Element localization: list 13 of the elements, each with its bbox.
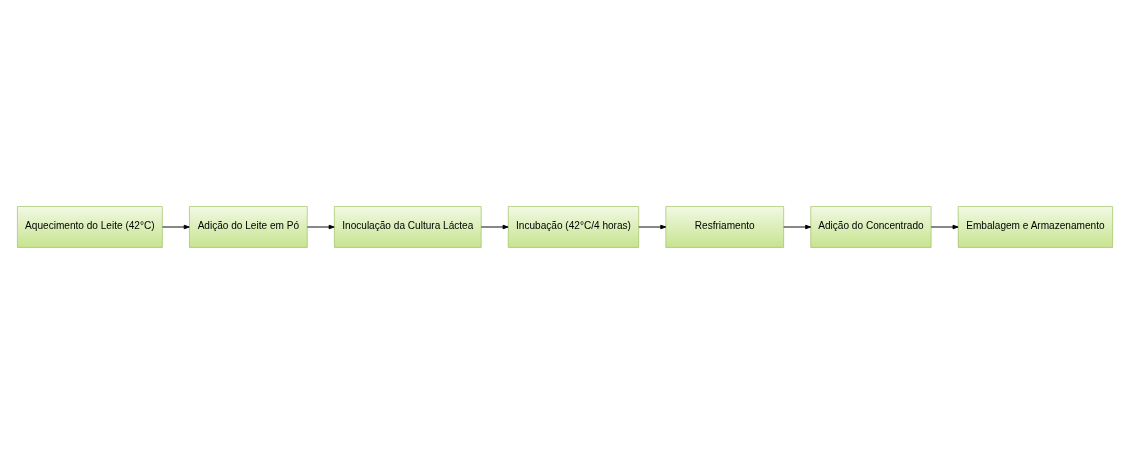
arrow [638,224,667,230]
node-box: Inoculação da Cultura Láctea [334,206,482,248]
node-box: Incubação (42°C/4 horas) [507,206,640,248]
node-box: Aquecimento do Leite (42°C) [17,206,163,248]
node-box: Embalagem e Armazenamento [957,206,1113,248]
arrow [783,224,812,230]
node-box: Resfriamento [665,206,784,248]
arrow [930,224,959,230]
arrow [161,224,190,230]
arrow [306,224,335,230]
node-box: Adição do Concentrado [810,206,932,248]
arrow [480,224,509,230]
node-box: Adição do Leite em Pó [189,206,308,248]
